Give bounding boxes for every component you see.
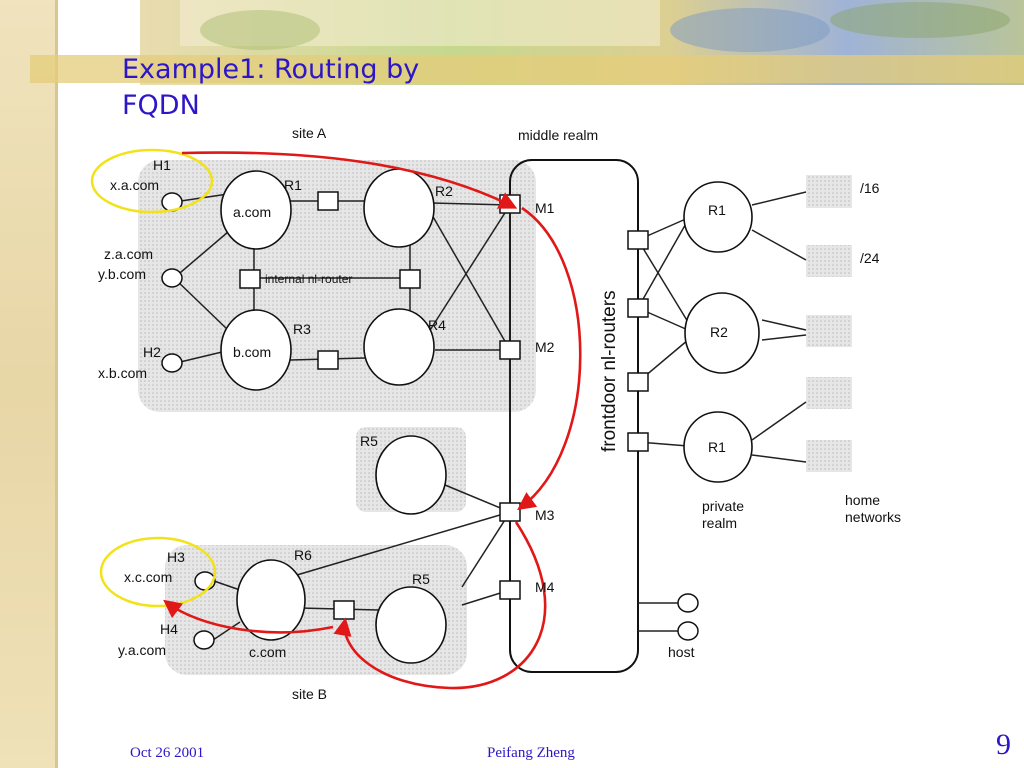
left-strip-edge <box>55 0 58 768</box>
host-h2-node <box>161 353 183 373</box>
frontdoor-router <box>627 372 649 392</box>
left-parchment-strip <box>0 0 58 768</box>
footer-author: Peifang Zheng <box>487 745 575 761</box>
m3-label: M3 <box>535 507 555 523</box>
nl-router-c <box>333 600 355 620</box>
home-net-box <box>806 440 852 472</box>
banner-leaf <box>830 2 1010 38</box>
nl-router-m3 <box>499 502 521 522</box>
h1-highlight-ellipse <box>90 148 214 214</box>
router-r5-top-label: R5 <box>360 433 378 449</box>
frontdoor-router <box>627 230 649 250</box>
banner-leaf <box>200 10 320 50</box>
arrow-c-to-h3 <box>163 599 334 634</box>
router-r2-label: R2 <box>435 183 453 199</box>
host-h1-label: H1 <box>153 157 171 173</box>
router-r6-label: R6 <box>294 547 312 563</box>
host-node <box>677 621 699 641</box>
nl-router-m2 <box>499 340 521 360</box>
home-net-box <box>806 315 852 347</box>
net16-box <box>806 175 852 208</box>
arrow-h1-to-m1 <box>181 151 518 209</box>
h3-highlight-ellipse <box>99 536 217 608</box>
host-h3-name: x.c.com <box>124 569 172 585</box>
router-r5-top <box>375 435 447 515</box>
home-net-box <box>806 377 852 409</box>
net24-label: /24 <box>860 250 880 266</box>
private-r1-bottom-label: R1 <box>708 439 726 455</box>
footer-date: Oct 26 2001 <box>130 745 205 761</box>
host-h1-name: x.a.com <box>110 177 159 193</box>
router-a-com-label: a.com <box>233 204 271 220</box>
router-r4-label: R4 <box>428 317 446 333</box>
private-r2-label: R2 <box>710 324 728 340</box>
router-b-com-label: b.com <box>233 344 271 360</box>
frontdoor-label: frontdoor nl-routers <box>599 290 620 452</box>
private-router-r2 <box>684 292 760 374</box>
title-bar-stripe <box>30 55 1024 83</box>
nl-router-a <box>317 191 339 211</box>
m4-label: M4 <box>535 579 555 595</box>
internal-router-label: internal nl-router <box>265 272 352 286</box>
router-r2 <box>363 168 435 248</box>
host-za-name: z.a.com <box>104 246 153 262</box>
net24-box <box>806 245 852 277</box>
router-r6-c-com <box>236 559 306 641</box>
host-h3-label: H3 <box>167 549 185 565</box>
router-b-com <box>220 309 292 391</box>
router-r5-bottom-label: R5 <box>412 571 430 587</box>
frontdoor-router <box>627 298 649 318</box>
nl-router-b <box>317 350 339 370</box>
private-router-r1-bottom <box>683 411 753 483</box>
page-number: 9 <box>996 728 1011 761</box>
private-router-r1-top <box>683 181 753 253</box>
site-a-label: site A <box>292 125 327 141</box>
router-r3-label: R3 <box>293 321 311 337</box>
host-h4-name: y.a.com <box>118 642 166 658</box>
router-c-com-label: c.com <box>249 644 286 660</box>
slide-title: Example1: Routing by FQDN <box>122 54 420 121</box>
host-h2-label: H2 <box>143 344 161 360</box>
router-r1-label: R1 <box>284 177 302 193</box>
frontdoor-router <box>627 432 649 452</box>
network-links <box>173 191 807 641</box>
routing-arrows <box>163 151 582 690</box>
site-b-label: site B <box>292 686 327 702</box>
middle-realm-label: middle realm <box>518 127 598 143</box>
host-zy-node <box>161 268 183 288</box>
private-r1-top-label: R1 <box>708 202 726 218</box>
arrow-m3-to-c <box>333 521 547 690</box>
host-h4-node <box>193 630 215 650</box>
router-r5-bottom <box>375 586 447 664</box>
net16-label: /16 <box>860 180 880 196</box>
title-bar-white <box>180 0 660 46</box>
host-label: host <box>668 644 695 660</box>
nl-router-internal-left <box>239 269 261 289</box>
routers <box>220 168 760 664</box>
host-h2-name: x.b.com <box>98 365 147 381</box>
router-r4 <box>363 308 435 386</box>
host-h4-label: H4 <box>160 621 178 637</box>
router-a-com <box>220 170 292 250</box>
nl-router-m4 <box>499 580 521 600</box>
nl-router-internal-right <box>399 269 421 289</box>
banner-leaf <box>670 8 830 52</box>
m2-label: M2 <box>535 339 555 355</box>
arrow-m1-to-m3 <box>517 206 582 511</box>
host-yb-name: y.b.com <box>98 266 146 282</box>
host-node <box>677 593 699 613</box>
m1-label: M1 <box>535 200 555 216</box>
